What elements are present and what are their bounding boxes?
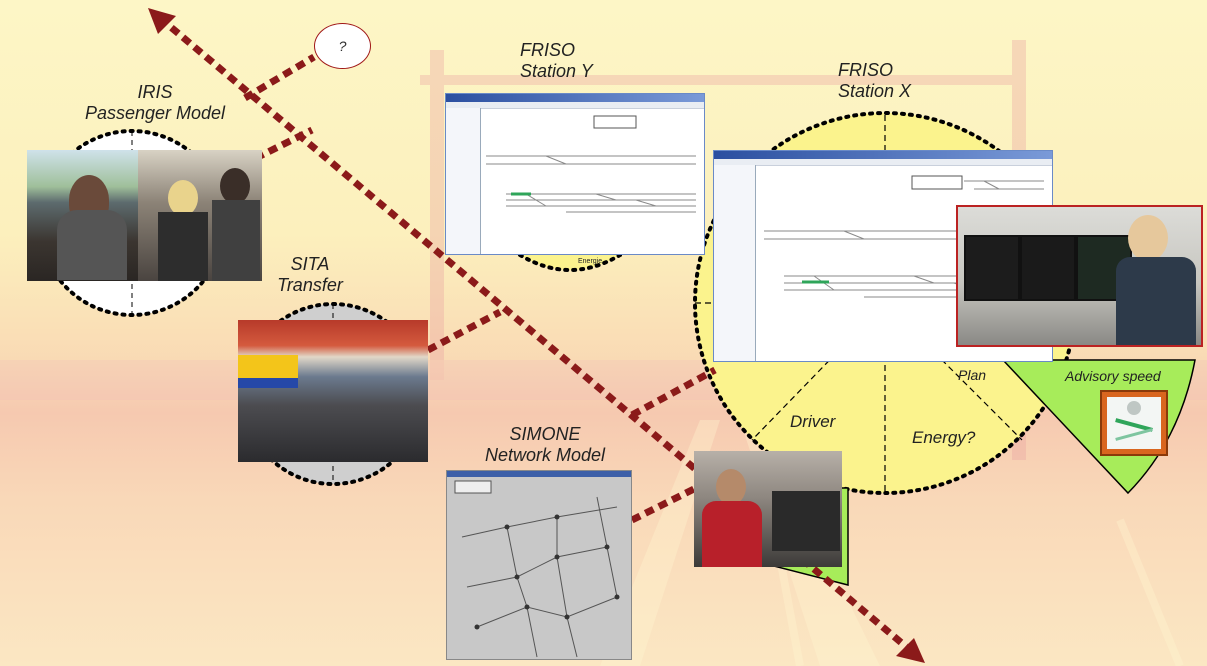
friso-x-control-room-photo (956, 205, 1203, 347)
friso-x-label: FRISO Station X (838, 60, 948, 101)
driver-label: Driver (790, 412, 836, 431)
advisory-speed-label: Advisory speed (1065, 368, 1161, 384)
iris-subtitle: Passenger Model (84, 102, 226, 123)
simone-subtitle: Network Model (484, 444, 606, 465)
sita-subtitle: Transfer (277, 274, 343, 295)
friso-y-title: FRISO (520, 40, 576, 60)
friso-x-track-layout (764, 175, 1044, 298)
driver-cab-photo (694, 451, 842, 567)
iris-title: IRIS (137, 82, 173, 102)
friso-y-track-layout (486, 115, 696, 213)
iris-label: IRIS Passenger Model (65, 82, 245, 123)
simone-network-graph (454, 480, 620, 658)
energy-label: Energy? (912, 428, 976, 447)
friso-x-title: FRISO (838, 60, 894, 80)
friso-y-window (445, 93, 705, 255)
simone-network-window (446, 470, 632, 660)
sita-title: SITA (290, 254, 330, 274)
iris-photo-crowd (138, 150, 262, 281)
question-bubble: ? (314, 23, 371, 69)
simone-title: SIMONE (509, 424, 581, 444)
simone-label: SIMONE Network Model (470, 424, 620, 465)
sita-label: SITA Transfer (270, 254, 350, 295)
iris-photo-train-sleeping (27, 150, 142, 281)
friso-x-subtitle: Station X (838, 80, 912, 101)
friso-y-label: FRISO Station Y (520, 40, 630, 81)
advisory-speed-icon (1100, 390, 1168, 456)
sita-station-crowd-photo (238, 320, 428, 462)
connector-arrows (240, 53, 717, 524)
friso-y-subtitle: Station Y (520, 60, 593, 81)
plan-label: Plan (958, 367, 987, 383)
friso-y-energie-label: Energie (578, 258, 603, 265)
